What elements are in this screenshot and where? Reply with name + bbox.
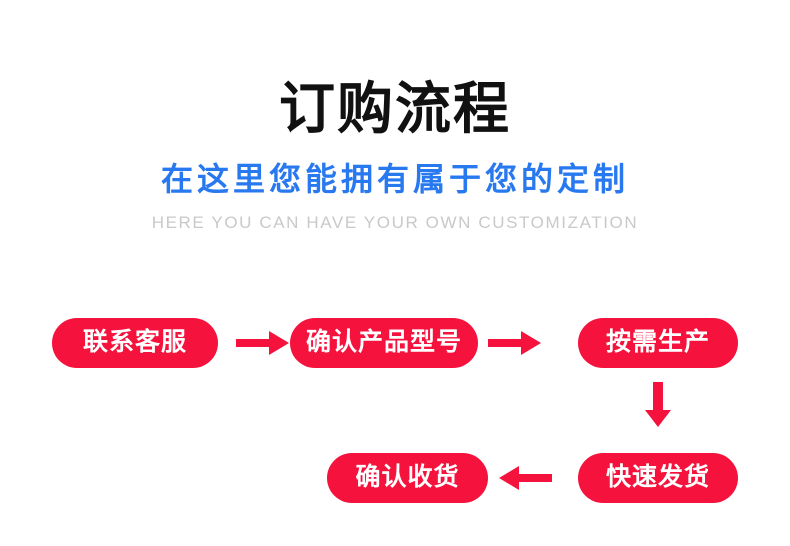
flow-step-confirm-product-model[interactable]: 确认产品型号 bbox=[290, 318, 478, 368]
arrow-right-icon bbox=[236, 329, 290, 357]
page-subtitle-chinese: 在这里您能拥有属于您的定制 bbox=[160, 161, 629, 197]
flow-step-label: 快速发货 bbox=[605, 462, 710, 491]
page-title: 订购流程 bbox=[279, 77, 511, 140]
flow-step-label: 确认产品型号 bbox=[305, 327, 462, 356]
flow-step-fast-shipping[interactable]: 快速发货 bbox=[578, 453, 738, 503]
flow-step-produce-on-demand[interactable]: 按需生产 bbox=[578, 318, 738, 368]
flow-step-confirm-receipt[interactable]: 确认收货 bbox=[327, 453, 488, 503]
flow-step-label: 确认收货 bbox=[355, 462, 460, 491]
arrow-right-icon bbox=[488, 329, 542, 357]
flow-step-label: 按需生产 bbox=[605, 327, 710, 356]
flow-step-contact-support[interactable]: 联系客服 bbox=[52, 318, 218, 368]
arrow-down-icon bbox=[644, 382, 672, 428]
page-subtitle-english: HERE YOU CAN HAVE YOUR OWN CUSTOMIZATION bbox=[151, 213, 639, 232]
arrow-left-icon bbox=[498, 464, 552, 492]
flow-step-label: 联系客服 bbox=[82, 327, 187, 356]
